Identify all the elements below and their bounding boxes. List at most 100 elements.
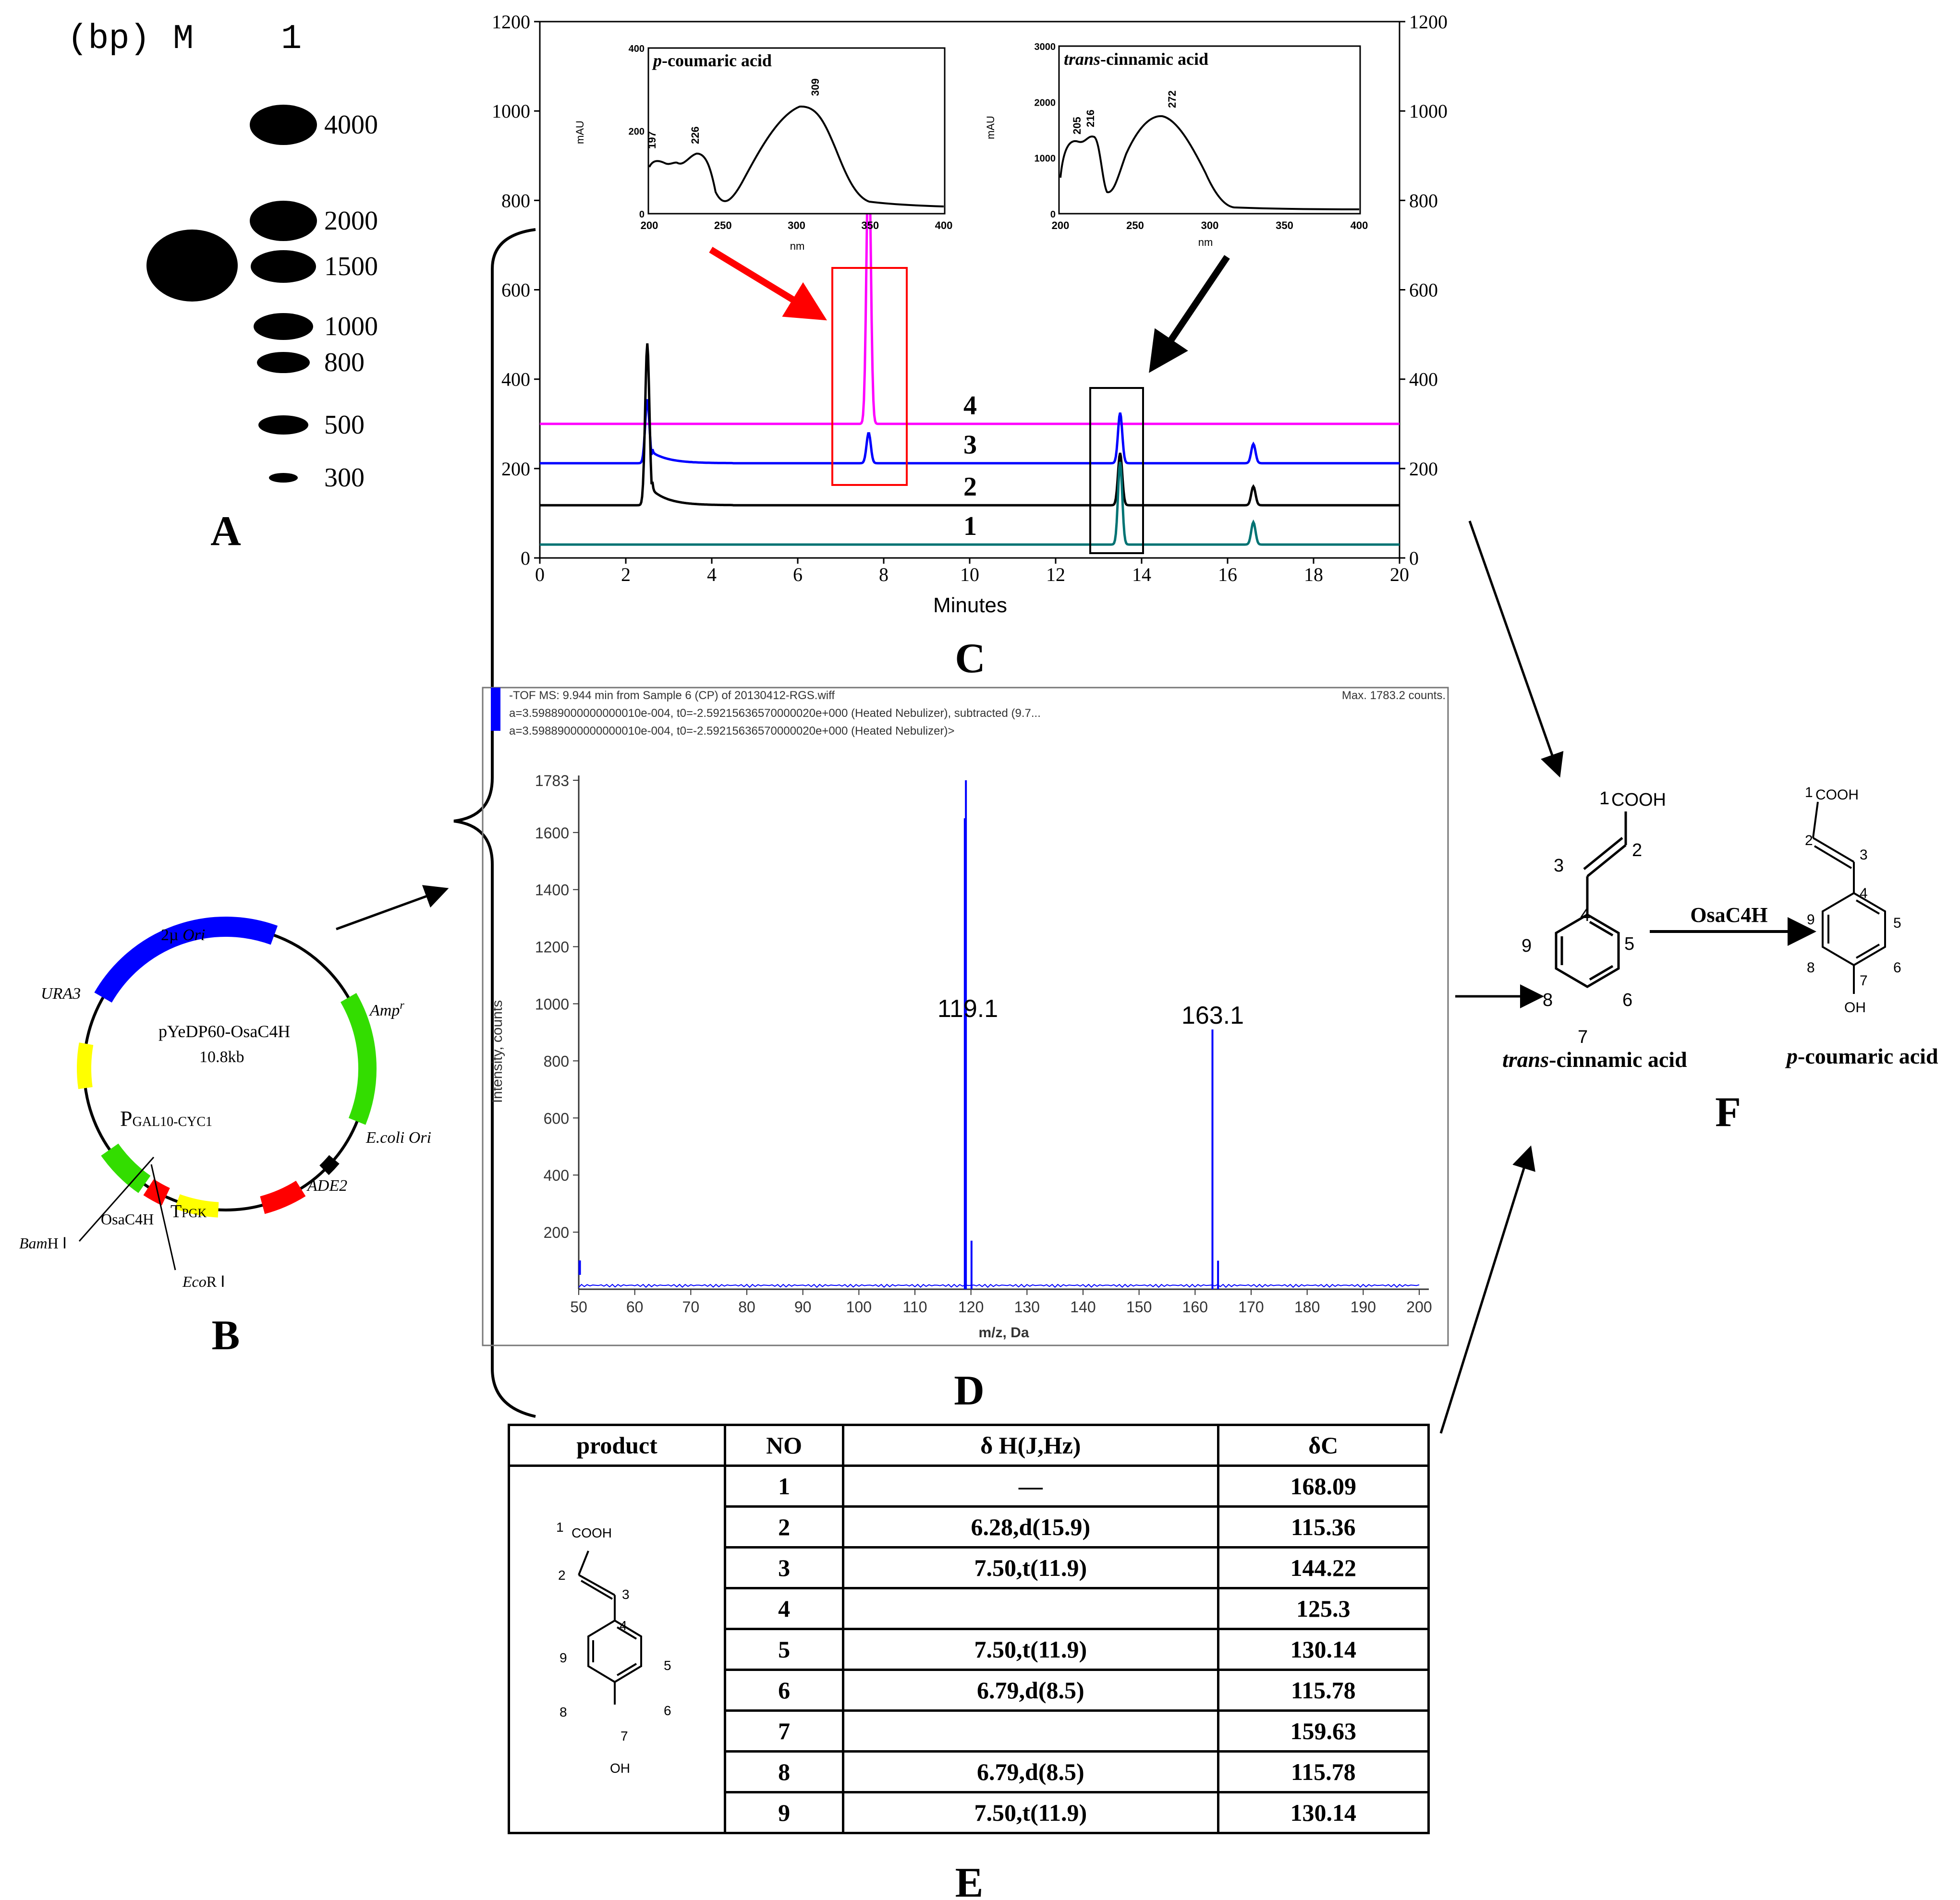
ecoli-ori-segment: [319, 1155, 340, 1175]
ms-x-tick-label: 120: [958, 1298, 984, 1316]
inset2-xlabel: nm: [1198, 236, 1213, 248]
panel-label-b: B: [212, 1312, 240, 1359]
cinnamic-structure: [1555, 811, 1627, 988]
gel-marker-lane-label: M: [173, 19, 194, 59]
ms-x-tick-label: 200: [1406, 1298, 1432, 1316]
cou-atom-2: 2: [1805, 833, 1813, 848]
hplc-y-tick-label-right: 800: [1409, 190, 1438, 211]
inset2-spectrum: [1059, 115, 1360, 210]
ms-x-tick-label: 170: [1238, 1298, 1264, 1316]
ms-x-tick-label: 110: [902, 1298, 927, 1316]
hplc-y-tick-label: 800: [501, 190, 530, 211]
inset2-ylabel: mAU: [985, 116, 997, 139]
ori-label: 2µ Ori: [161, 926, 205, 944]
plasmid-size: 10.8kb: [199, 1048, 244, 1066]
nmr-product-cell: [508, 1464, 726, 1834]
enzyme-label: OsaC4H: [1690, 903, 1767, 927]
cin-atom-5: 5: [1624, 934, 1634, 954]
ms-x-tick-label: 50: [570, 1298, 587, 1316]
hplc-y-tick-label: 600: [501, 279, 530, 301]
inset-x-tick-label: 250: [714, 219, 732, 231]
ms-x-tick-label: 130: [1014, 1298, 1040, 1316]
inset-x-tick-label: 200: [641, 219, 658, 231]
nmr-cell-dh: [842, 1709, 1219, 1753]
inset1-peak-309: 309: [809, 78, 821, 96]
ms-peaks: [578, 780, 1420, 1289]
ms-x-tick-label: 60: [626, 1298, 644, 1316]
osac4h-label: OsaC4H: [101, 1210, 154, 1228]
cou-atom-4: 4: [1860, 885, 1868, 901]
coumaric-name: p-coumaric acid: [1785, 1044, 1938, 1068]
ms-peak-label-163: 163.1: [1181, 1002, 1244, 1029]
hplc-x-tick-label: 16: [1218, 564, 1237, 585]
ms-x-tick-label: 160: [1182, 1298, 1208, 1316]
nmr-header-row: product NO δ H(J,Hz) δC: [508, 1424, 1430, 1467]
panel-label-d: D: [954, 1368, 985, 1414]
hplc-highlight-red: [831, 267, 908, 486]
cin-cooh: COOH: [1611, 790, 1666, 810]
arrow-b-to-d: [336, 885, 449, 931]
panel-label-f: F: [1715, 1089, 1741, 1136]
ms-header-1: -TOF MS: 9.944 min from Sample 6 (CP) of…: [509, 689, 835, 702]
nmr-cell-dc: 115.78: [1217, 1669, 1430, 1712]
panel-label-a: A: [210, 508, 241, 555]
panel-label-c: C: [955, 635, 986, 682]
inset1-frame: [647, 47, 946, 215]
hplc-y-tick-label: 0: [521, 547, 530, 569]
nmr-cell-no: 8: [723, 1750, 845, 1793]
coumaric-structure: [1812, 801, 1886, 994]
nmr-header-product: product: [508, 1424, 726, 1467]
ecori-label: EcoR Ⅰ: [182, 1273, 225, 1290]
bamhi-label: BamH Ⅰ: [19, 1234, 67, 1252]
gel-marker-label: 800: [324, 348, 365, 377]
bracket-brace: [453, 228, 536, 1418]
nmr-cell-no: 4: [723, 1587, 845, 1630]
pgal-segment: [101, 1143, 151, 1193]
nmr-cell-dc: 125.3: [1217, 1587, 1430, 1630]
ms-noise-floor: [578, 1283, 1420, 1288]
ms-y-axis-label: Intensity, counts: [489, 1000, 505, 1103]
inset-x-tick-label: 300: [1201, 219, 1219, 231]
nmr-cell-dc: 115.36: [1217, 1505, 1430, 1549]
ms-x-tick-label: 70: [682, 1298, 700, 1316]
inset-y-tick-label: 200: [629, 127, 645, 137]
gel-unit-label: (bp): [67, 19, 150, 59]
nmr-header-dh: δ H(J,Hz): [842, 1424, 1219, 1467]
cin-atom-1: 1: [1599, 788, 1609, 809]
inset1-spectrum: [648, 105, 944, 207]
nmr-cell-no: 1: [723, 1464, 845, 1508]
ura3-label: URA3: [41, 985, 81, 1003]
ampr-segment: [340, 993, 377, 1125]
hplc-x-tick-label: 20: [1390, 564, 1409, 585]
ms-y-tick-label: 200: [544, 1224, 569, 1241]
panel-label-e: E: [955, 1860, 984, 1900]
nmr-cell-dh: 6.28,d(15.9): [842, 1505, 1219, 1549]
hplc-x-tick-label: 14: [1132, 564, 1151, 585]
cin-atom-7: 7: [1578, 1027, 1588, 1047]
nmr-cell-no: 3: [723, 1546, 845, 1589]
ms-y-tick-label: 1200: [535, 939, 569, 956]
ms-blue-marker: [491, 688, 500, 731]
cou-atom-5: 5: [1893, 915, 1901, 931]
nmr-cell-dc: 130.14: [1217, 1628, 1430, 1671]
inset1-xlabel: nm: [790, 240, 805, 252]
black-arrow: [1149, 255, 1230, 373]
cin-atom-3: 3: [1554, 856, 1564, 876]
ms-y-tick-label: 600: [544, 1110, 569, 1127]
ms-x-tick-label: 150: [1126, 1298, 1152, 1316]
ms-chart: -TOF MS: 9.944 min from Sample 6 (CP) of…: [482, 687, 1449, 1414]
cin-atom-4: 4: [1580, 905, 1590, 925]
